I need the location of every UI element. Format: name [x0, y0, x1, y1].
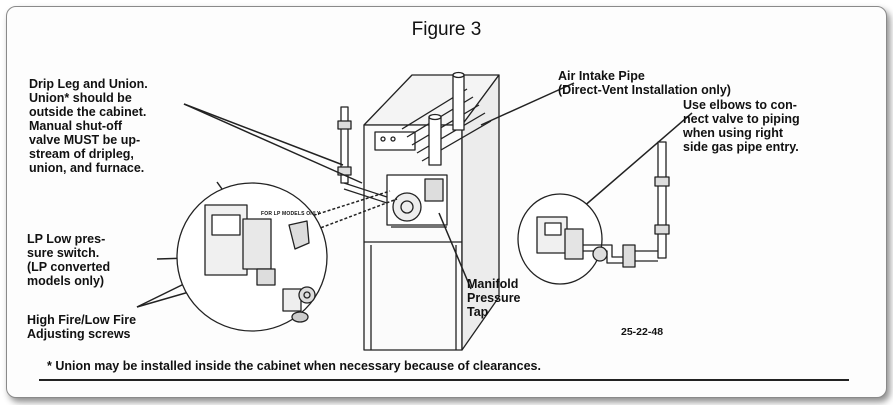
furnace-illustration	[136, 71, 693, 351]
drip-leg-union-label: Drip Leg and Union. Union* should be out…	[29, 77, 148, 175]
drip-leg-piping	[337, 106, 388, 204]
high-low-fire-screws-label: High Fire/Low Fire Adjusting screws	[27, 313, 137, 341]
manifold-pressure-tap-label: Manifold Pressure Tap	[467, 277, 521, 319]
lp-models-only-tag: FOR LP MODELS ONLY	[261, 211, 321, 217]
air-intake-pipe	[428, 71, 465, 166]
air-intake-pipe-label: Air Intake Pipe (Direct-Vent Installatio…	[558, 69, 731, 97]
left-detail-circle	[176, 182, 328, 332]
figure-title: Figure 3	[411, 19, 482, 40]
lp-low-pressure-switch-label: LP Low pres- sure switch. (LP converted …	[27, 232, 111, 288]
right-detail-circle	[517, 193, 627, 285]
part-number-label: 25-22-48	[621, 326, 664, 338]
footnote: * Union may be installed inside the cabi…	[47, 359, 541, 373]
figure-frame: Figure 3 Drip Leg and Union. Union* shou…	[6, 6, 887, 398]
footnote-rule	[39, 379, 849, 381]
use-elbows-label: Use elbows to con- nect valve to piping …	[683, 98, 800, 154]
internal-gas-valve	[386, 174, 448, 228]
right-side-piping	[622, 141, 670, 268]
